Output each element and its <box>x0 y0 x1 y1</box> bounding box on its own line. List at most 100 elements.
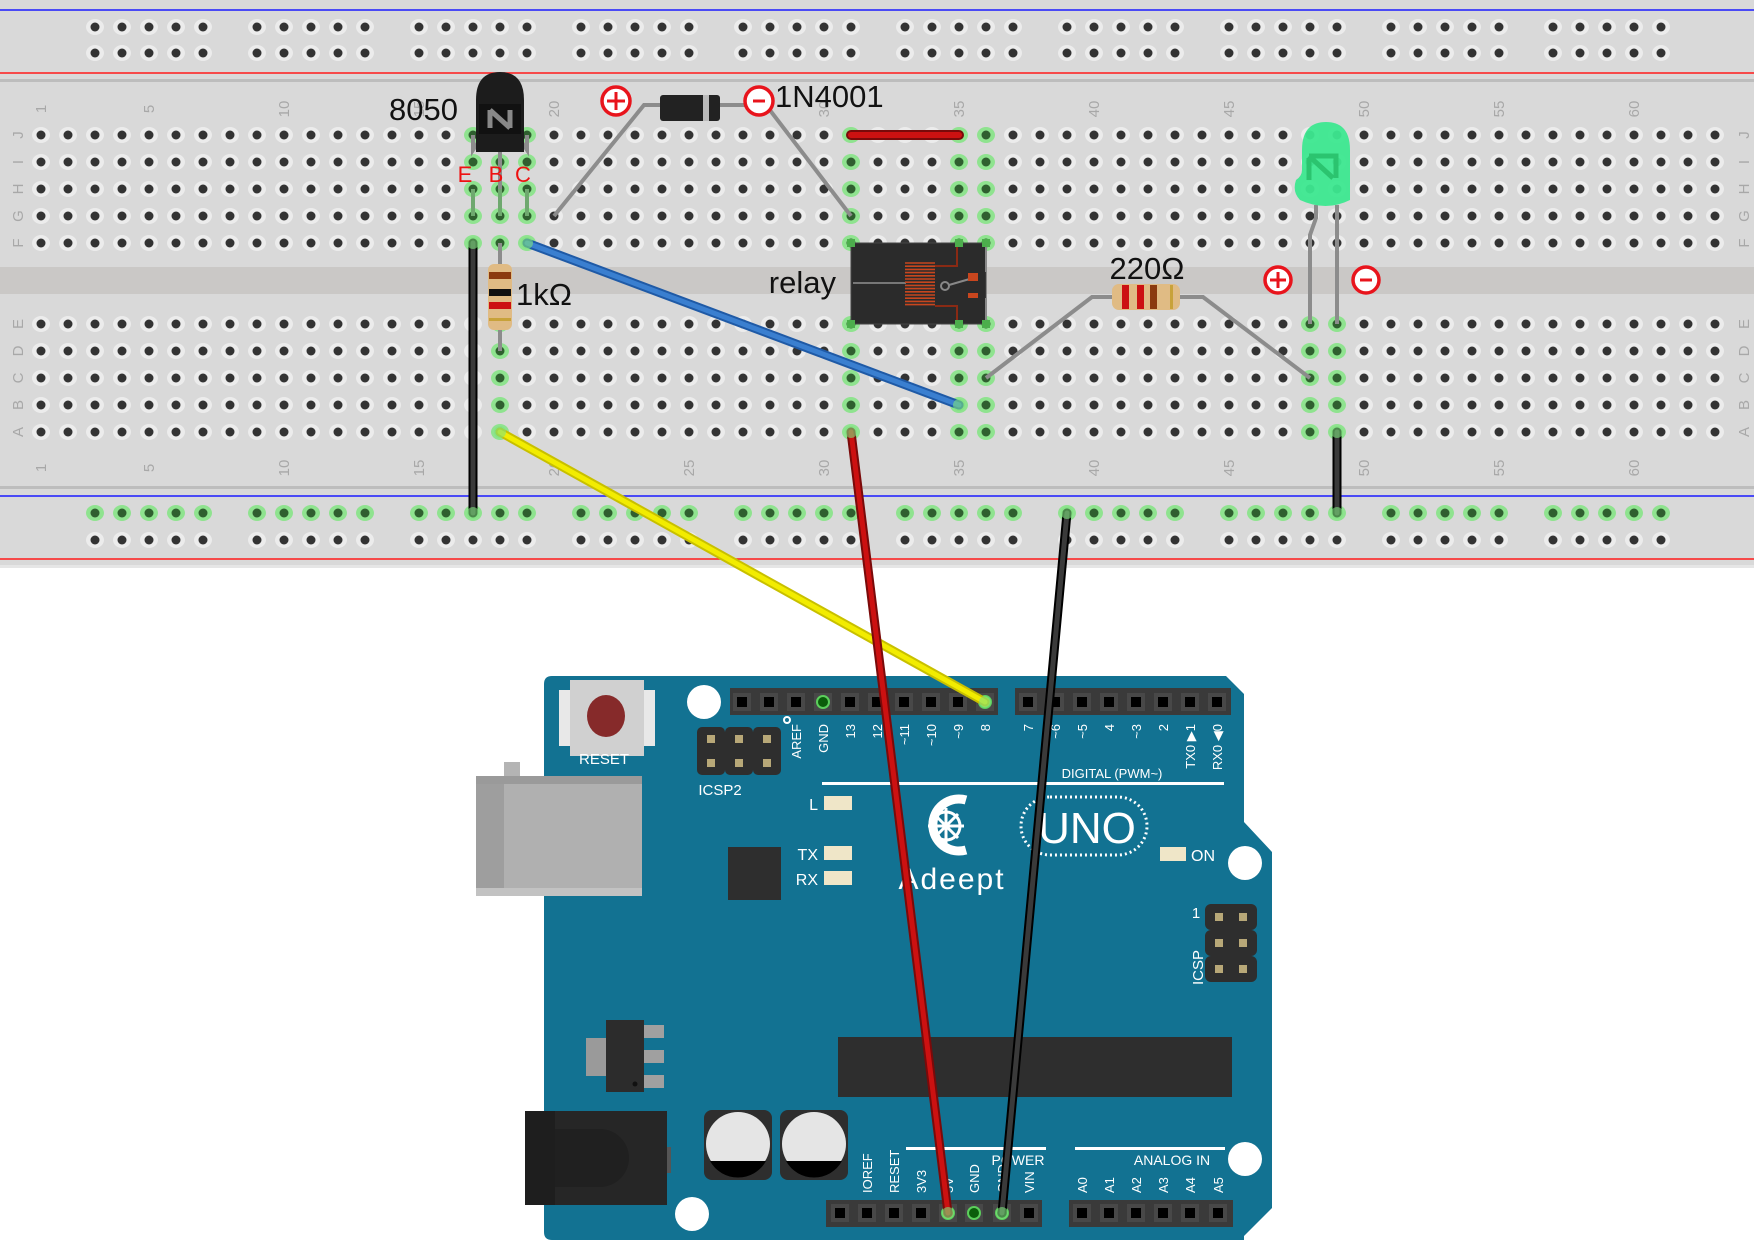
header-pin[interactable] <box>835 1208 845 1218</box>
breadboard-hole[interactable] <box>171 427 181 437</box>
breadboard-hole[interactable] <box>1197 319 1207 329</box>
rail-hole[interactable] <box>1467 508 1477 518</box>
rail-hole[interactable] <box>1386 22 1396 32</box>
breadboard-hole[interactable] <box>1440 184 1450 194</box>
breadboard-hole[interactable] <box>549 157 559 167</box>
breadboard-hole[interactable] <box>1413 427 1423 437</box>
breadboard-hole[interactable] <box>1278 427 1288 437</box>
breadboard-hole[interactable] <box>684 130 694 140</box>
breadboard-hole[interactable] <box>117 130 127 140</box>
rail-hole[interactable] <box>306 22 316 32</box>
breadboard-hole[interactable] <box>1386 130 1396 140</box>
rail-hole[interactable] <box>981 508 991 518</box>
breadboard-hole[interactable] <box>387 238 397 248</box>
breadboard-hole[interactable] <box>360 400 370 410</box>
breadboard-hole[interactable] <box>819 427 829 437</box>
breadboard-hole[interactable] <box>36 346 46 356</box>
breadboard-hole[interactable] <box>1305 346 1315 356</box>
breadboard-hole[interactable] <box>1224 400 1234 410</box>
breadboard-hole[interactable] <box>1224 373 1234 383</box>
breadboard-hole[interactable] <box>306 427 316 437</box>
breadboard-hole[interactable] <box>1116 238 1126 248</box>
rail-hole[interactable] <box>171 22 181 32</box>
breadboard-hole[interactable] <box>1575 346 1585 356</box>
rail-hole[interactable] <box>90 535 100 545</box>
rail-hole[interactable] <box>90 508 100 518</box>
rail-hole[interactable] <box>1575 22 1585 32</box>
rail-hole[interactable] <box>279 48 289 58</box>
rail-hole[interactable] <box>1656 508 1666 518</box>
breadboard-hole[interactable] <box>387 184 397 194</box>
breadboard-hole[interactable] <box>306 373 316 383</box>
rail-hole[interactable] <box>1251 535 1261 545</box>
rail-hole[interactable] <box>1332 535 1342 545</box>
breadboard-hole[interactable] <box>1008 319 1018 329</box>
breadboard-hole[interactable] <box>765 373 775 383</box>
breadboard-hole[interactable] <box>1278 319 1288 329</box>
breadboard-hole[interactable] <box>252 427 262 437</box>
breadboard-hole[interactable] <box>1440 373 1450 383</box>
rail-hole[interactable] <box>171 535 181 545</box>
breadboard-hole[interactable] <box>603 319 613 329</box>
breadboard-hole[interactable] <box>441 427 451 437</box>
breadboard-hole[interactable] <box>630 373 640 383</box>
breadboard-hole[interactable] <box>1062 373 1072 383</box>
breadboard-hole[interactable] <box>684 211 694 221</box>
breadboard-hole[interactable] <box>792 319 802 329</box>
rail-hole[interactable] <box>495 22 505 32</box>
breadboard-hole[interactable] <box>603 184 613 194</box>
breadboard-hole[interactable] <box>981 157 991 167</box>
header-pin[interactable] <box>1185 697 1195 707</box>
breadboard-hole[interactable] <box>414 184 424 194</box>
rail-hole[interactable] <box>927 508 937 518</box>
breadboard-hole[interactable] <box>225 427 235 437</box>
rail-hole[interactable] <box>468 48 478 58</box>
breadboard-hole[interactable] <box>1548 319 1558 329</box>
breadboard-hole[interactable] <box>144 319 154 329</box>
breadboard-hole[interactable] <box>1413 400 1423 410</box>
breadboard-hole[interactable] <box>657 238 667 248</box>
breadboard-hole[interactable] <box>576 130 586 140</box>
rail-hole[interactable] <box>1116 535 1126 545</box>
breadboard-hole[interactable] <box>252 157 262 167</box>
breadboard-hole[interactable] <box>1629 211 1639 221</box>
rail-hole[interactable] <box>792 508 802 518</box>
rail-hole[interactable] <box>198 508 208 518</box>
header-pin[interactable] <box>889 1208 899 1218</box>
rail-hole[interactable] <box>1548 48 1558 58</box>
rail-hole[interactable] <box>252 48 262 58</box>
rail-hole[interactable] <box>1629 48 1639 58</box>
rail-hole[interactable] <box>495 48 505 58</box>
rail-hole[interactable] <box>117 22 127 32</box>
header-pin[interactable] <box>1104 1208 1114 1218</box>
breadboard-hole[interactable] <box>387 211 397 221</box>
breadboard-hole[interactable] <box>1467 319 1477 329</box>
rail-hole[interactable] <box>657 535 667 545</box>
breadboard-hole[interactable] <box>927 184 937 194</box>
breadboard-hole[interactable] <box>1089 319 1099 329</box>
breadboard-hole[interactable] <box>387 346 397 356</box>
breadboard-hole[interactable] <box>630 238 640 248</box>
breadboard-hole[interactable] <box>1386 184 1396 194</box>
breadboard-hole[interactable] <box>90 238 100 248</box>
breadboard-hole[interactable] <box>36 130 46 140</box>
wire-core[interactable] <box>524 240 962 408</box>
breadboard-hole[interactable] <box>981 130 991 140</box>
breadboard-hole[interactable] <box>1494 346 1504 356</box>
breadboard-hole[interactable] <box>252 346 262 356</box>
rail-hole[interactable] <box>360 22 370 32</box>
rail-hole[interactable] <box>279 22 289 32</box>
breadboard-hole[interactable] <box>1062 130 1072 140</box>
breadboard-hole[interactable] <box>927 157 937 167</box>
breadboard-hole[interactable] <box>927 400 937 410</box>
breadboard-hole[interactable] <box>1413 184 1423 194</box>
breadboard-hole[interactable] <box>495 373 505 383</box>
breadboard-hole[interactable] <box>1710 238 1720 248</box>
breadboard-hole[interactable] <box>711 184 721 194</box>
rail-hole[interactable] <box>1251 22 1261 32</box>
rail-hole[interactable] <box>630 48 640 58</box>
header-pin[interactable] <box>1050 697 1060 707</box>
breadboard-hole[interactable] <box>1602 238 1612 248</box>
breadboard-hole[interactable] <box>1170 157 1180 167</box>
breadboard-hole[interactable] <box>468 157 478 167</box>
